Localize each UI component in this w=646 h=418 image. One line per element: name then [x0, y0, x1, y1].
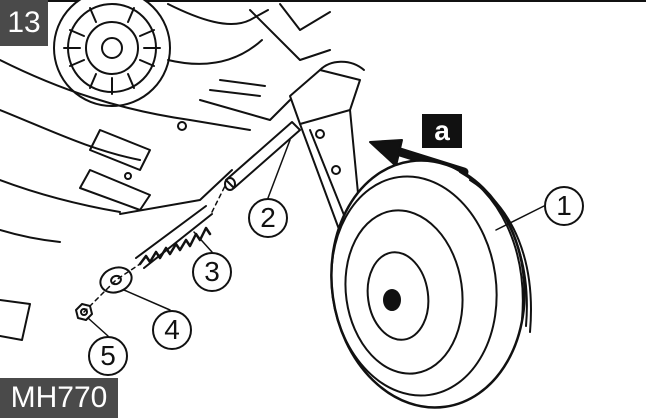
callout-5: 5 [88, 336, 128, 376]
washer [99, 266, 133, 294]
leader-2 [267, 139, 291, 199]
leader-4 [123, 289, 171, 311]
engine-housing [53, 0, 331, 107]
callout-3: 3 [192, 252, 232, 292]
callout-2: 2 [248, 198, 288, 238]
leader-3 [193, 231, 213, 253]
wheel [330, 159, 532, 409]
assembly-axis [83, 183, 227, 313]
arrow-label: a [422, 114, 462, 148]
mower-deck [0, 59, 291, 341]
leader-5 [87, 317, 109, 337]
axle-pin [224, 121, 301, 191]
callout-1: 1 [544, 186, 584, 226]
leader-1 [495, 205, 545, 231]
leader-lines [87, 139, 545, 337]
figure-number: 13 [0, 0, 48, 46]
callout-4: 4 [152, 310, 192, 350]
model-label: MH770 [0, 378, 118, 418]
